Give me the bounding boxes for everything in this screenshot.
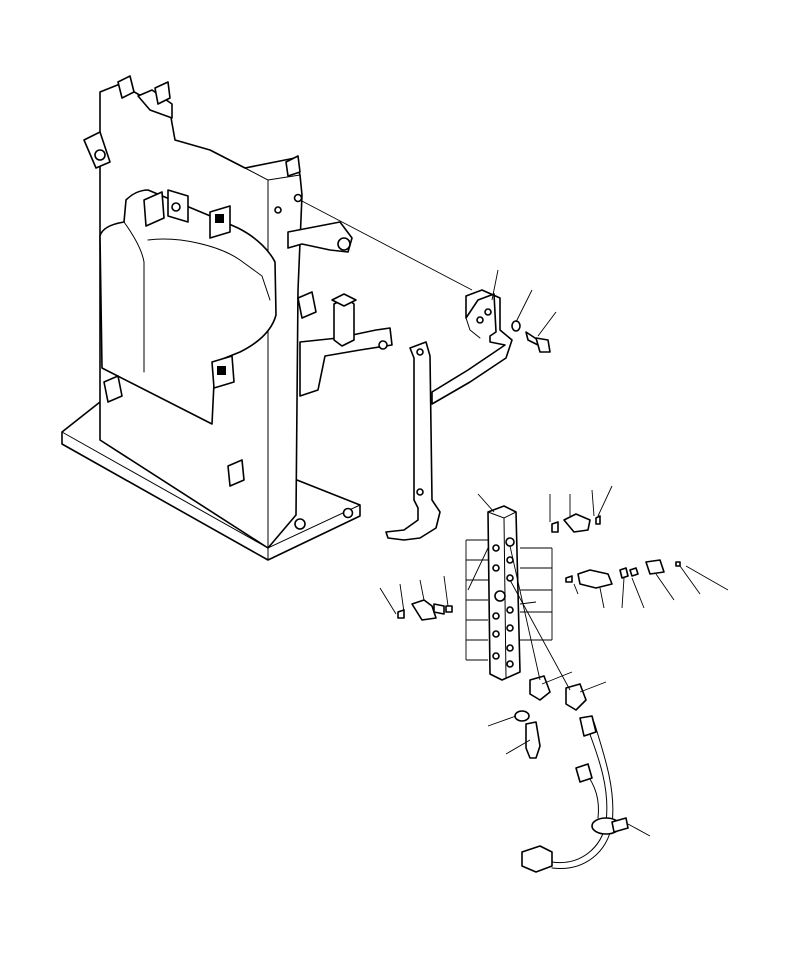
washer-top — [511, 320, 521, 332]
bracket-arm — [431, 289, 513, 405]
console-frame — [61, 75, 393, 561]
hose-harness — [521, 715, 614, 873]
fittings-left — [397, 599, 453, 621]
leader-lines — [299, 199, 729, 837]
bolt-top — [525, 331, 551, 353]
stay-bar — [385, 341, 441, 541]
fittings-right — [565, 559, 681, 589]
fittings-bottom — [514, 675, 587, 759]
fittings-top — [551, 513, 601, 533]
clamp — [591, 817, 629, 835]
grease-manifold-block — [487, 505, 521, 681]
